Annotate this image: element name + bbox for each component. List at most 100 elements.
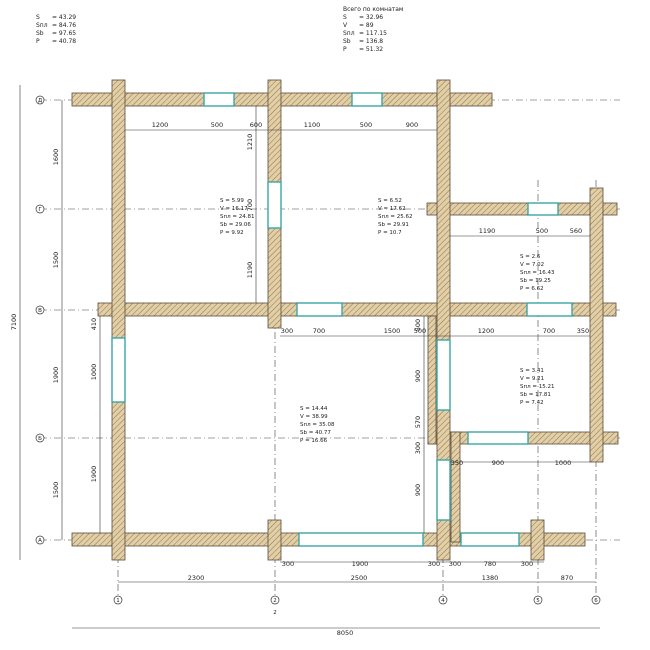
axis-bubble bbox=[35, 204, 45, 214]
dim-label: 700 bbox=[246, 199, 254, 211]
dim-label: 900 bbox=[492, 459, 504, 467]
dim-label: 500 bbox=[414, 327, 426, 335]
axis-bubble bbox=[35, 535, 45, 545]
axis-label: 1 bbox=[116, 598, 120, 604]
dim-label: 500 bbox=[536, 227, 548, 235]
axis-bubble bbox=[438, 595, 448, 605]
dim-label: 300 bbox=[428, 560, 440, 568]
stat-value: = 51.32 bbox=[359, 46, 384, 53]
window-top-left bbox=[203, 92, 235, 107]
dim-label: 500 bbox=[360, 121, 372, 129]
room-stat-p: P = 10.7 bbox=[378, 230, 402, 236]
dim-label: 900 bbox=[414, 370, 422, 382]
room-stat-s: S = 2.6 bbox=[520, 254, 541, 260]
dim-label: 700 bbox=[313, 327, 325, 335]
axis-bubble bbox=[113, 595, 123, 605]
window-axis4-lower bbox=[436, 459, 451, 521]
dim-label: 1000 bbox=[90, 364, 98, 381]
dim-label: 1900 bbox=[52, 367, 60, 384]
window-lower-right bbox=[467, 431, 529, 445]
window-bottom-right bbox=[460, 532, 520, 547]
dim-label: 410 bbox=[90, 318, 98, 330]
room-stat-sb: Sb = 40.77 bbox=[300, 430, 331, 436]
window-axis2 bbox=[267, 181, 282, 229]
stat-row: P= 51.32 bbox=[343, 46, 403, 54]
dim-label: 300 bbox=[282, 560, 294, 568]
stat-value: = 43.29 bbox=[52, 14, 77, 21]
room-stat-v: V = 16.17 bbox=[220, 206, 248, 212]
axis-note: 2 bbox=[273, 610, 277, 616]
window-bottom bbox=[298, 532, 424, 547]
room-stat-s: S = 5.99 bbox=[220, 198, 244, 204]
stat-key: Sпл bbox=[343, 30, 355, 37]
window-mid-right bbox=[526, 302, 573, 317]
room-stat-spl: Sпл = 25.62 bbox=[378, 214, 412, 220]
dim-label: 350 bbox=[577, 327, 589, 335]
window-axis4 bbox=[436, 339, 451, 411]
stat-row: P = 40.78 bbox=[36, 38, 76, 46]
axis-bubble bbox=[591, 595, 601, 605]
stat-key: V bbox=[343, 22, 348, 29]
dim-label: 1900 bbox=[352, 560, 369, 568]
stat-value: = 40.78 bbox=[52, 38, 77, 45]
dim-label: 500 bbox=[211, 121, 223, 129]
axis-label: 6 bbox=[594, 598, 598, 604]
stat-row: S = 32.96 bbox=[343, 14, 403, 22]
room-stat-v: V = 17.62 bbox=[378, 206, 406, 212]
room-stat-s: S = 3.41 bbox=[520, 368, 544, 374]
axis-label: В bbox=[38, 308, 42, 314]
window-left bbox=[111, 337, 126, 403]
stat-key: Sb bbox=[36, 30, 44, 37]
dim-label: 1600 bbox=[52, 149, 60, 166]
axis-label: Г bbox=[38, 207, 42, 213]
window-wing-top bbox=[527, 202, 559, 216]
room-stat-v: V = 9.21 bbox=[520, 376, 544, 382]
stat-row: Sb= 97.65 bbox=[36, 30, 76, 38]
dim-label: 1200 bbox=[152, 121, 169, 129]
stat-row: S= 43.29 bbox=[36, 14, 76, 22]
room-stat-sb: Sb = 29.91 bbox=[378, 222, 409, 228]
stat-key: P bbox=[36, 38, 40, 45]
stat-key: Sb bbox=[343, 38, 351, 45]
dim-label: 300 bbox=[281, 327, 293, 335]
dim-label: 300 bbox=[414, 442, 422, 454]
room-stat-sb: Sb = 17.81 bbox=[520, 392, 551, 398]
dim-label: 1500 bbox=[52, 252, 60, 269]
stat-row: V = 89 bbox=[343, 22, 403, 30]
dim-label: 1900 bbox=[90, 466, 98, 483]
stat-value: = 84.76 bbox=[52, 22, 77, 29]
dim-label: 2500 bbox=[351, 574, 368, 582]
dim-label: 900 bbox=[406, 121, 418, 129]
walls bbox=[71, 79, 619, 561]
dim-label: 560 bbox=[570, 227, 582, 235]
axis-bubble bbox=[533, 595, 543, 605]
stat-value: = 117.15 bbox=[359, 30, 387, 37]
house-stats: S= 43.29 Sпл = 84.76 Sb= 97.65 P = 40.78 bbox=[36, 14, 76, 46]
dim-total-width: 8050 bbox=[337, 629, 354, 637]
axis-bubble bbox=[35, 305, 45, 315]
room-stat-sb: Sb = 19.25 bbox=[520, 278, 551, 284]
room-stat-p: P = 9.92 bbox=[220, 230, 244, 236]
dim-label: 900 bbox=[414, 484, 422, 496]
room-stat-p: P = 7.42 bbox=[520, 400, 544, 406]
stat-value: = 32.96 bbox=[359, 14, 384, 21]
stat-row: Sпл = 117.15 bbox=[343, 30, 403, 38]
dim-label: 1200 bbox=[478, 327, 495, 335]
dim-label: 1190 bbox=[479, 227, 496, 235]
room-stat-s: S = 6.52 bbox=[378, 198, 402, 204]
stat-key: S bbox=[343, 14, 347, 21]
stat-value: = 89 bbox=[359, 22, 374, 29]
room-stat-spl: Sпл = 24.81 bbox=[220, 214, 254, 220]
window-top-right bbox=[351, 92, 383, 107]
stat-key: Sпл bbox=[36, 22, 48, 29]
dim-label: 500 bbox=[414, 319, 422, 331]
stat-row: Sпл = 84.76 bbox=[36, 22, 76, 30]
axis-label: Д bbox=[38, 98, 43, 104]
dim-label: 1500 bbox=[52, 482, 60, 499]
dim-label: 700 bbox=[543, 327, 555, 335]
